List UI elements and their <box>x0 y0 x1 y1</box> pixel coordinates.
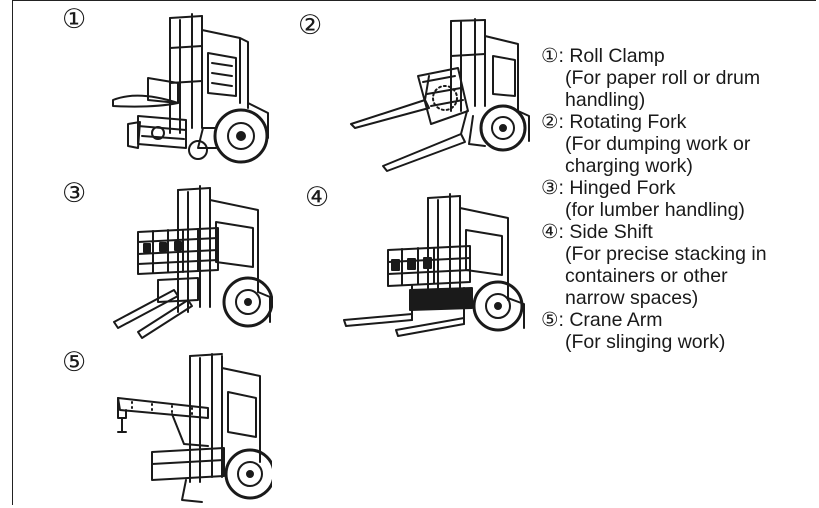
legend-item-crane-arm: ⑤: Crane Arm (For slinging work) <box>541 309 813 353</box>
legend-description: (For dumping work or <box>565 133 751 155</box>
legend-title: ④: Side Shift <box>541 221 653 243</box>
figure-frame <box>12 0 816 505</box>
legend-title: ⑤: Crane Arm <box>541 309 663 331</box>
legend-title: ③: Hinged Fork <box>541 177 676 199</box>
roll-clamp-forklift-illustration <box>108 8 273 168</box>
legend-description: (For paper roll or drum <box>565 67 761 89</box>
legend-description: (For precise stacking in <box>565 243 767 265</box>
panel-marker-5: ⑤ <box>62 347 87 378</box>
rotating-fork-forklift-illustration <box>343 16 533 176</box>
legend-item-side-shift: ④: Side Shift (For precise stacking in c… <box>541 221 813 309</box>
legend-title: ①: Roll Clamp <box>541 45 665 67</box>
panel-marker-2: ② <box>298 10 323 41</box>
legend-item-rotating-fork: ②: Rotating Fork (For dumping work or ch… <box>541 111 813 177</box>
legend-item-roll-clamp: ①: Roll Clamp (For paper roll or drum ha… <box>541 45 813 111</box>
legend-description: narrow spaces) <box>565 287 699 309</box>
legend-item-hinged-fork: ③: Hinged Fork (for lumber handling) <box>541 177 813 221</box>
hinged-fork-forklift-illustration <box>108 182 273 342</box>
legend-description: handling) <box>565 89 646 111</box>
panel-marker-1: ① <box>62 4 87 35</box>
crane-arm-forklift-illustration <box>112 352 272 504</box>
panel-marker-4: ④ <box>305 182 330 213</box>
attachment-legend: ①: Roll Clamp (For paper roll or drum ha… <box>541 45 813 353</box>
side-shift-forklift-illustration <box>340 190 530 340</box>
legend-description: containers or other <box>565 265 728 287</box>
legend-description: (For slinging work) <box>565 331 726 353</box>
legend-description: (for lumber handling) <box>565 199 745 221</box>
panel-marker-3: ③ <box>62 178 87 209</box>
legend-title: ②: Rotating Fork <box>541 111 687 133</box>
legend-description: charging work) <box>565 155 693 177</box>
